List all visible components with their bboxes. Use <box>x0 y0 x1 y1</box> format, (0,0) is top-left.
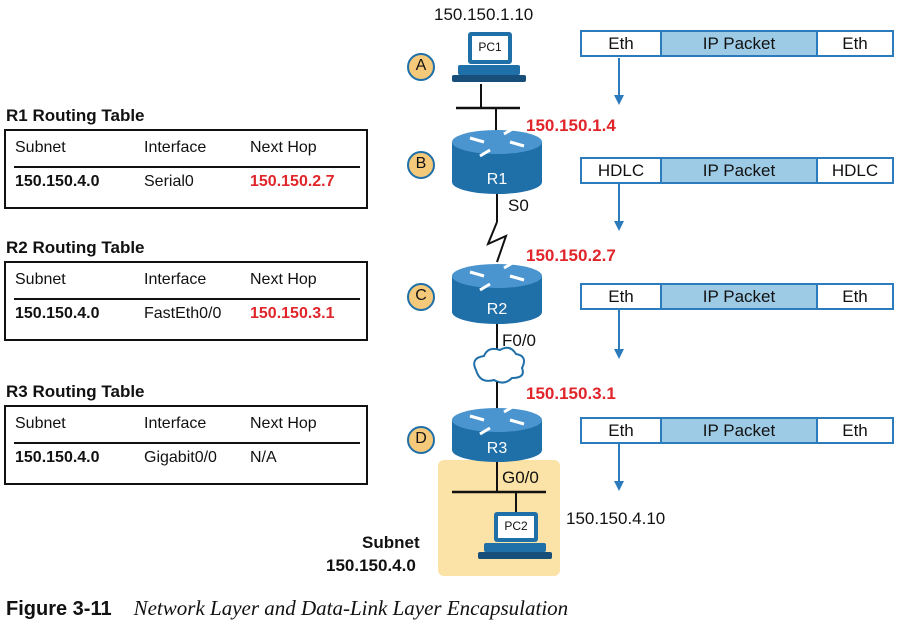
pc1-ip: 150.150.1.10 <box>434 5 534 24</box>
step-a-label: A <box>415 57 427 74</box>
r2-routing-table: Subnet Interface Next Hop 150.150.4.0 Fa… <box>4 261 368 341</box>
row-next-hop: 150.150.3.1 <box>250 305 335 322</box>
table-header-row: Subnet Interface Next Hop <box>6 139 366 165</box>
row-interface: FastEth0/0 <box>144 305 222 322</box>
figure-title: Network Layer and Data-Link Layer Encaps… <box>133 596 569 620</box>
header-interface: Interface <box>144 415 207 432</box>
frame-1: Eth IP Packet Eth <box>580 30 894 57</box>
table-header-row: Subnet Interface Next Hop <box>6 415 366 441</box>
table-header-row: Subnet Interface Next Hop <box>6 271 366 297</box>
header-next-hop: Next Hop <box>250 415 317 432</box>
router-r1-icon <box>452 126 542 194</box>
step-c-label: C <box>415 287 427 304</box>
frame-header: Eth <box>582 419 662 442</box>
frame-header: Eth <box>582 32 662 55</box>
frame-3: Eth IP Packet Eth <box>580 283 894 310</box>
r1-table-title: R1 Routing Table <box>6 106 145 125</box>
r2-interface: F0/0 <box>502 331 537 350</box>
row-next-hop: 150.150.2.7 <box>250 173 335 190</box>
router-r2-icon <box>452 260 542 324</box>
figure-number: Figure 3-11 <box>6 598 112 620</box>
header-interface: Interface <box>144 271 207 288</box>
table-rule <box>14 442 360 444</box>
r2-table-title: R2 Routing Table <box>6 238 145 257</box>
row-next-hop: N/A <box>250 449 277 466</box>
frame-trailer: Eth <box>842 286 868 306</box>
ethernet-cloud-icon <box>473 346 525 384</box>
step-d-label: D <box>415 430 427 447</box>
frame-trailer: Eth <box>842 420 868 440</box>
step-a-circle <box>407 53 435 81</box>
router-r3-icon <box>452 404 542 462</box>
frame-header: HDLC <box>582 159 662 182</box>
row-interface: Gigabit0/0 <box>144 449 217 466</box>
frame-ip-packet: IP Packet <box>662 419 818 442</box>
r3-ip: 150.150.3.1 <box>526 384 616 403</box>
router-r1-label: R1 <box>486 171 508 188</box>
header-interface: Interface <box>144 139 207 156</box>
r3-interface: G0/0 <box>502 468 539 487</box>
subnet-label-line1: Subnet <box>362 533 420 552</box>
r1-routing-table: Subnet Interface Next Hop 150.150.4.0 Se… <box>4 129 368 209</box>
table-row: 150.150.4.0 Serial0 150.150.2.7 <box>6 173 366 199</box>
step-b-circle <box>407 151 435 179</box>
frame-2: HDLC IP Packet HDLC <box>580 157 894 184</box>
router-r2-label: R2 <box>486 301 508 318</box>
r3-table-title: R3 Routing Table <box>6 382 145 401</box>
header-subnet: Subnet <box>15 271 66 288</box>
table-row: 150.150.4.0 FastEth0/0 150.150.3.1 <box>6 305 366 331</box>
step-d-circle <box>407 426 435 454</box>
pc2-label: PC2 <box>504 519 528 533</box>
header-subnet: Subnet <box>15 139 66 156</box>
frame-4: Eth IP Packet Eth <box>580 417 894 444</box>
r3-routing-table: Subnet Interface Next Hop 150.150.4.0 Gi… <box>4 405 368 485</box>
r1-interface: S0 <box>508 196 529 215</box>
header-subnet: Subnet <box>15 415 66 432</box>
table-rule <box>14 298 360 300</box>
row-interface: Serial0 <box>144 173 194 190</box>
pc2-ip: 150.150.4.10 <box>566 509 666 528</box>
figure-caption: Figure 3-11 Network Layer and Data-Link L… <box>6 596 568 621</box>
frame-trailer: HDLC <box>831 160 879 180</box>
row-subnet: 150.150.4.0 <box>15 173 100 190</box>
pc1-icon <box>452 32 526 82</box>
r1-ip: 150.150.1.4 <box>526 116 616 135</box>
row-subnet: 150.150.4.0 <box>15 305 100 322</box>
row-subnet: 150.150.4.0 <box>15 449 100 466</box>
frame-ip-packet: IP Packet <box>662 285 818 308</box>
subnet-label-line2: 150.150.4.0 <box>326 556 416 575</box>
table-rule <box>14 166 360 168</box>
header-next-hop: Next Hop <box>250 139 317 156</box>
frame-header: Eth <box>582 285 662 308</box>
pc2-icon <box>478 512 552 559</box>
frame-trailer: Eth <box>842 33 868 53</box>
r2-ip: 150.150.2.7 <box>526 246 616 265</box>
step-b-label: B <box>415 155 427 172</box>
router-r3-label: R3 <box>486 440 508 457</box>
pc1-label: PC1 <box>478 40 502 54</box>
frame-ip-packet: IP Packet <box>662 159 818 182</box>
step-c-circle <box>407 283 435 311</box>
table-row: 150.150.4.0 Gigabit0/0 N/A <box>6 449 366 475</box>
header-next-hop: Next Hop <box>250 271 317 288</box>
frame-ip-packet: IP Packet <box>662 32 818 55</box>
